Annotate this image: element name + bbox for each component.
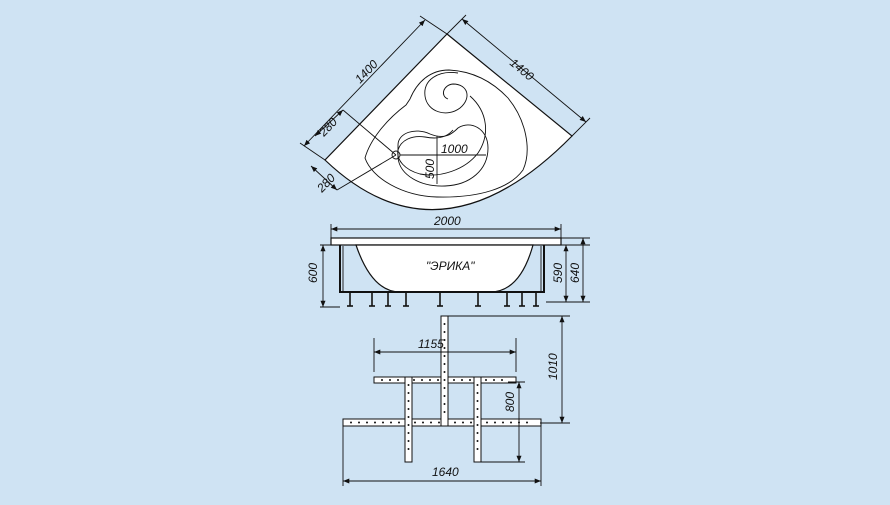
dim-upper-width: 1155 <box>418 337 444 351</box>
dim-offset-1: 280 <box>315 115 340 140</box>
frame-hole <box>476 400 479 402</box>
frame-hole <box>502 421 504 424</box>
frame-hole <box>443 331 446 333</box>
frame-hole <box>461 379 463 381</box>
frame-hole <box>485 379 487 381</box>
frame-hole <box>453 379 455 381</box>
frame-hole <box>443 363 446 365</box>
frame-hole <box>476 384 479 386</box>
spiral-decoration-2 <box>397 95 486 176</box>
frame-hole <box>414 421 416 424</box>
frame-hole <box>443 323 446 325</box>
dim-height-left: 600 <box>306 263 320 283</box>
frame-hole <box>443 339 446 341</box>
seat-outline <box>397 124 489 187</box>
dim-total-depth: 1010 <box>546 353 560 380</box>
frame-hole <box>421 379 423 381</box>
frame-hole <box>443 387 446 389</box>
dim-side-b: 1400 <box>507 56 537 84</box>
frame-hole <box>422 421 424 424</box>
frame-hole <box>476 416 479 418</box>
frame-hole <box>476 392 479 394</box>
top-view: 1000 500 1400 1400 280 280 <box>299 14 591 211</box>
spiral-decoration <box>424 72 468 114</box>
frame-hole <box>366 421 368 424</box>
frame-hole <box>358 421 360 424</box>
side-view: 2000 "ЭРИКА" 600 590 640 <box>306 214 590 308</box>
frame-hole <box>494 421 496 424</box>
frame-hole <box>454 421 456 424</box>
frame-hole <box>374 421 376 424</box>
frame-hole <box>470 421 472 424</box>
frame-hole <box>429 379 431 381</box>
frame-hole <box>476 440 479 442</box>
dim-inner-height: 500 <box>423 159 437 179</box>
frame-hole <box>476 448 479 450</box>
dim-inner-width: 1000 <box>441 142 468 156</box>
frame-hole <box>350 421 352 424</box>
frame-hole <box>443 395 446 397</box>
dim-inner-depth: 800 <box>503 392 517 412</box>
frame-hole <box>407 392 410 394</box>
dim-total-width: 1640 <box>432 465 459 479</box>
frame-hole <box>407 416 410 418</box>
frame-hole <box>443 347 446 349</box>
frame-hole <box>493 379 495 381</box>
frame-beam <box>473 376 482 463</box>
frame-hole <box>486 421 488 424</box>
frame-beam <box>404 376 413 463</box>
frame-hole <box>398 421 400 424</box>
dim-offset-2: 280 <box>313 171 338 196</box>
frame-hole <box>443 371 446 373</box>
dim-height-inner: 590 <box>551 263 565 283</box>
frame-hole <box>407 432 410 434</box>
frame-hole <box>407 424 410 426</box>
frame-hole <box>430 421 432 424</box>
frame-hole <box>413 379 415 381</box>
frame-hole <box>438 421 440 424</box>
frame-hole <box>389 379 391 381</box>
model-name: "ЭРИКА" <box>426 259 475 273</box>
frame-hole <box>443 379 446 381</box>
tub-feet <box>347 292 539 307</box>
frame-hole <box>476 424 479 426</box>
basin-outline <box>364 69 528 198</box>
frame-hole <box>407 384 410 386</box>
frame-hole <box>443 411 446 413</box>
dim-side-a: 1400 <box>352 57 381 86</box>
frame-hole <box>381 379 383 381</box>
frame-hole <box>443 355 446 357</box>
frame-hole <box>390 421 392 424</box>
frame-hole <box>526 421 528 424</box>
frame-hole <box>407 408 410 410</box>
frame-hole <box>462 421 464 424</box>
frame-hole <box>469 379 471 381</box>
frame-hole <box>443 403 446 405</box>
frame-view: 1155 1010 800 1640 <box>342 315 570 486</box>
frame-hole <box>407 440 410 442</box>
frame-hole <box>382 421 384 424</box>
frame-beams <box>342 315 542 463</box>
tub-outline <box>324 33 573 211</box>
frame-hole <box>437 379 439 381</box>
dim-length: 2000 <box>433 214 461 228</box>
frame-hole <box>397 379 399 381</box>
dim-height-outer: 640 <box>568 263 582 283</box>
frame-hole <box>476 408 479 410</box>
tub-rim <box>330 237 562 246</box>
frame-hole <box>407 448 410 450</box>
frame-hole <box>407 400 410 402</box>
frame-hole <box>476 432 479 434</box>
frame-hole <box>510 421 512 424</box>
frame-hole <box>501 379 503 381</box>
